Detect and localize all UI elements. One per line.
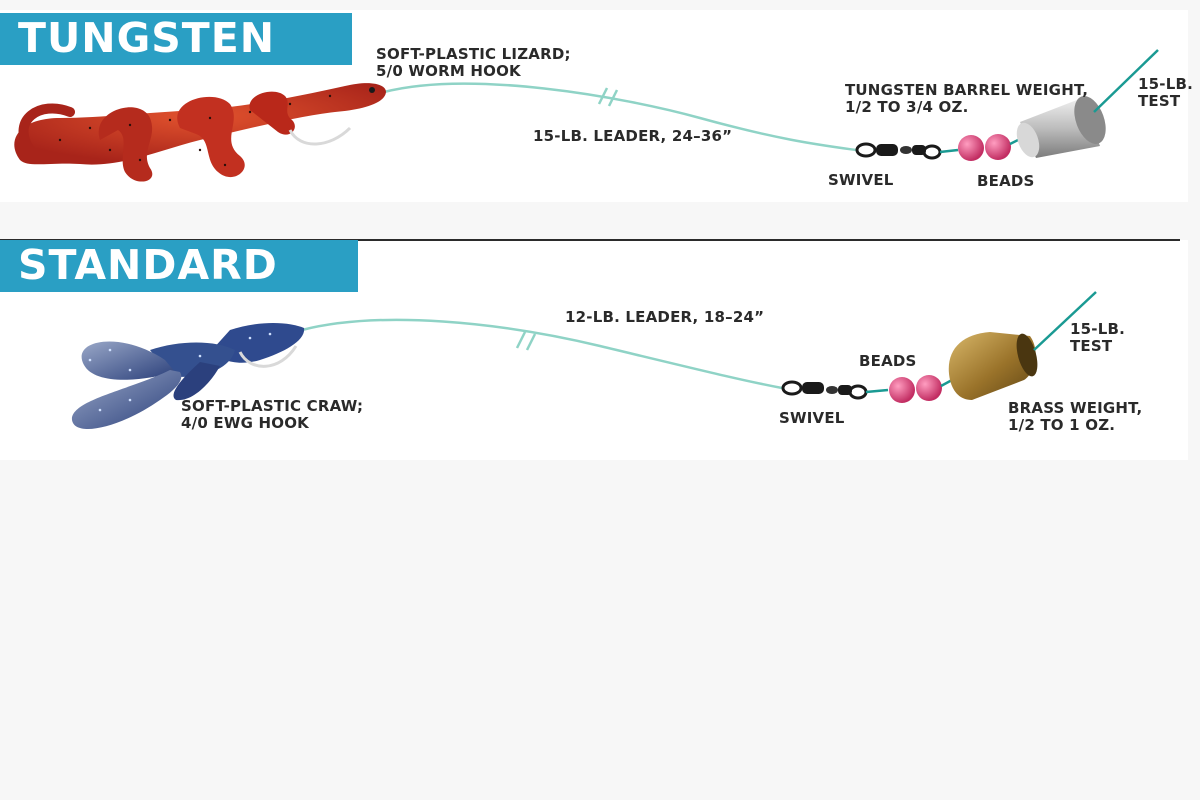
standard-test-label: 15-LB. TEST	[1070, 321, 1125, 355]
standard-swivel-label: SWIVEL	[779, 409, 845, 427]
section-divider	[0, 239, 1180, 241]
tungsten-leader-line	[383, 82, 857, 152]
tungsten-bead-1	[958, 135, 984, 161]
tungsten-beads-label: BEADS	[977, 172, 1035, 190]
tungsten-bait-label: SOFT-PLASTIC LIZARD; 5/0 WORM HOOK	[376, 46, 571, 80]
standard-bead-1	[889, 377, 915, 403]
standard-bead-2	[916, 375, 942, 401]
standard-bait-line1: SOFT-PLASTIC CRAW;	[181, 397, 364, 415]
standard-weight-line1: BRASS WEIGHT,	[1008, 399, 1143, 417]
standard-leader-break-1	[515, 331, 527, 349]
standard-leader-label: 12-LB. LEADER, 18–24”	[565, 308, 765, 326]
standard-weight-label: BRASS WEIGHT, 1/2 TO 1 OZ.	[1008, 400, 1142, 434]
tungsten-bait-line2: 5/0 WORM HOOK	[376, 62, 521, 80]
standard-weight-line2: 1/2 TO 1 OZ.	[1008, 416, 1116, 434]
tungsten-leader-break-1	[597, 87, 609, 105]
tungsten-leader-label: 15-LB. LEADER, 24–36”	[533, 127, 733, 145]
tungsten-weight-line1: TUNGSTEN BARREL WEIGHT,	[845, 81, 1089, 99]
tungsten-bait-line1: SOFT-PLASTIC LIZARD;	[376, 45, 571, 63]
standard-bait-line2: 4/0 EWG HOOK	[181, 414, 309, 432]
standard-swivel	[781, 380, 868, 400]
tungsten-test-line2: TEST	[1138, 92, 1181, 110]
lizard-lure	[14, 83, 387, 182]
tungsten-barrel-weight	[1016, 96, 1106, 158]
tungsten-test-label: 15-LB. TEST	[1138, 76, 1193, 110]
brass-bullet-weight	[948, 332, 1038, 400]
standard-test-line2: TEST	[1070, 337, 1113, 355]
tungsten-leader-break-2	[607, 89, 619, 107]
standard-main-line	[1033, 291, 1097, 351]
tungsten-rig-title: TUNGSTEN RIG	[0, 13, 352, 112]
standard-test-line1: 15-LB.	[1070, 320, 1125, 338]
tungsten-test-line1: 15-LB.	[1138, 75, 1193, 93]
tungsten-main-line	[1093, 49, 1159, 113]
standard-rig-title: STANDARD RIG	[0, 240, 358, 339]
standard-beads-label: BEADS	[859, 352, 917, 370]
tungsten-swivel-label: SWIVEL	[828, 171, 894, 189]
standard-leader-line	[301, 318, 783, 390]
craw-lure	[71, 323, 305, 430]
tungsten-weight-line2: 1/2 TO 3/4 OZ.	[845, 98, 969, 116]
tungsten-swivel	[855, 142, 942, 160]
standard-leader-break-2	[525, 333, 537, 351]
tungsten-weight-label: TUNGSTEN BARREL WEIGHT, 1/2 TO 3/4 OZ.	[845, 82, 1088, 116]
tungsten-bead-2	[985, 134, 1011, 160]
standard-bait-label: SOFT-PLASTIC CRAW; 4/0 EWG HOOK	[181, 398, 363, 432]
